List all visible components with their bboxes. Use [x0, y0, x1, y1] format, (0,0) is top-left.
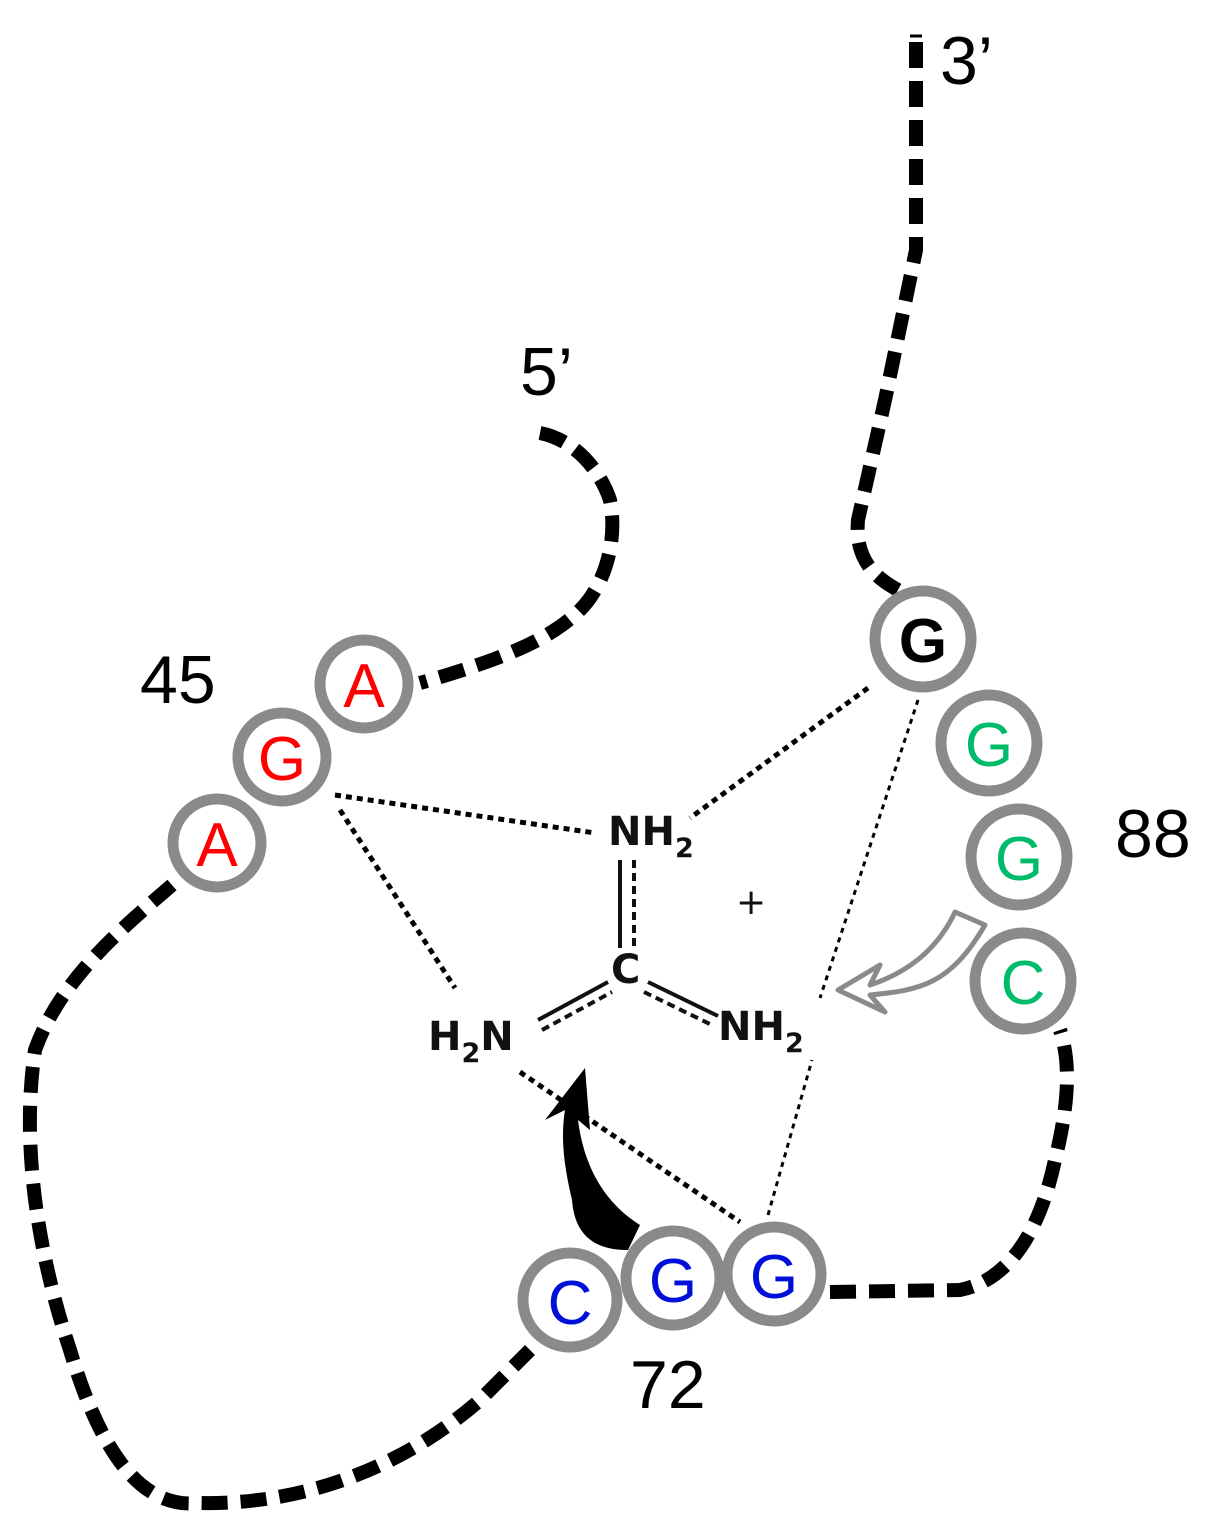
- hydrogen-bonds: [334, 685, 870, 1225]
- nucleotide-A-lower: A: [167, 793, 267, 893]
- position-88-label: 88: [1115, 796, 1191, 872]
- hbond-g45-nh2top: [334, 792, 596, 836]
- backbone-5prime-segment: [418, 426, 620, 690]
- rna-backbone: [22, 42, 1074, 1511]
- hbond-g45-h2n: [337, 808, 458, 990]
- backbone-3prime-segment: [850, 42, 923, 597]
- position-45-label: 45: [140, 642, 216, 718]
- nucleotide-G-72-middle: G: [620, 1225, 726, 1331]
- guanidinium-molecule: NH2 C + H2N NH2: [428, 809, 804, 1069]
- positive-charge: +: [736, 882, 766, 923]
- three-prime-label: 3’: [940, 23, 993, 99]
- hbond-g72-nh2right: [766, 1059, 814, 1216]
- nucleotide-C-88: C: [969, 927, 1077, 1035]
- svg-text:G: G: [649, 1247, 697, 1316]
- hbond-gtop-nh2top: [688, 685, 870, 821]
- svg-text:A: A: [343, 652, 385, 721]
- nucleotide-G-black: G: [869, 585, 977, 693]
- svg-text:C: C: [548, 1269, 593, 1338]
- hydrogen-bonds-thin: [766, 699, 920, 1216]
- nucleotide-A-upper: A: [314, 634, 414, 734]
- svg-text:C: C: [1001, 949, 1046, 1018]
- svg-text:A: A: [196, 811, 238, 880]
- backbone-loop-left: [22, 879, 535, 1511]
- backbone-loop-right: [829, 1027, 1074, 1299]
- nh2-right: NH2: [718, 1004, 804, 1059]
- nh2-top: NH2: [608, 809, 694, 864]
- svg-text:G: G: [258, 725, 306, 794]
- position-72-label: 72: [630, 1347, 706, 1423]
- five-prime-label: 5’: [520, 334, 573, 410]
- svg-text:G: G: [995, 825, 1043, 894]
- nucleotide-G-88-lower: G: [965, 803, 1073, 911]
- hbond-gtop-nh2right: [818, 699, 920, 999]
- svg-text:G: G: [965, 711, 1013, 780]
- black-arrow: [545, 1068, 640, 1250]
- h2n-left: H2N: [428, 1014, 514, 1069]
- svg-text:G: G: [899, 607, 947, 676]
- nucleotide-G-88-upper: G: [935, 689, 1043, 797]
- nucleotide-C-72: C: [517, 1247, 623, 1353]
- molecule-bonds: [537, 860, 719, 1032]
- gray-arrow: [835, 909, 988, 1015]
- hbond-g72-h2n: [518, 1069, 742, 1225]
- nucleotide-G-45: G: [232, 707, 332, 807]
- svg-text:G: G: [750, 1243, 798, 1312]
- carbon-atom: C: [611, 947, 640, 993]
- nucleotide-G-72-right: G: [721, 1221, 827, 1327]
